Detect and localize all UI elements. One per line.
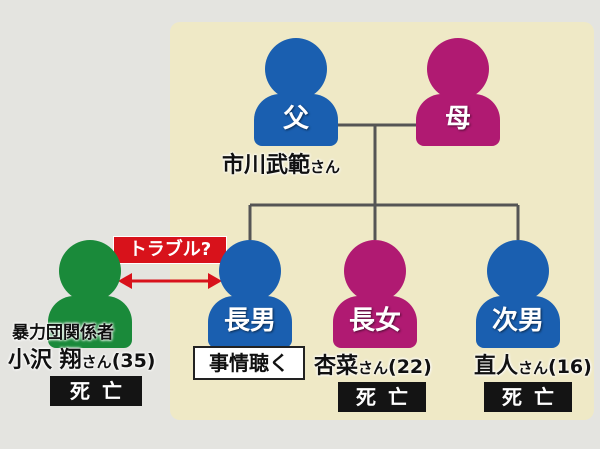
second-son-status-badge: 死亡 bbox=[484, 382, 572, 412]
mother-role: 母 bbox=[444, 104, 471, 134]
eldest-daughter-body bbox=[333, 296, 417, 348]
gang-member-honorific: さん bbox=[81, 353, 112, 371]
father-body bbox=[254, 94, 338, 146]
eldest-son-role: 長男 bbox=[223, 306, 276, 336]
gang-member-figure bbox=[42, 240, 138, 348]
eldest-son-head bbox=[219, 240, 281, 302]
trouble-arrow-head-right bbox=[208, 273, 222, 289]
father-role: 父 bbox=[282, 104, 309, 134]
gang-member-affiliation: 暴力団関係者 bbox=[12, 323, 114, 343]
second-son-name: 直人 bbox=[474, 354, 519, 379]
father-honorific: さん bbox=[310, 158, 341, 176]
eldest-daughter-age: (22) bbox=[388, 356, 432, 378]
mother-figure: 母 bbox=[410, 38, 506, 146]
eldest-son-body bbox=[208, 296, 292, 348]
second-son-head bbox=[487, 240, 549, 302]
father-head bbox=[265, 38, 327, 100]
eldest-daughter-status-badge: 死亡 bbox=[338, 382, 426, 412]
eldest-daughter-head bbox=[344, 240, 406, 302]
eldest-daughter-role: 長女 bbox=[348, 306, 401, 336]
trouble-label: トラブル? bbox=[113, 236, 227, 264]
gang-member-age: (35) bbox=[111, 350, 156, 372]
gang-member-head bbox=[59, 240, 121, 302]
father-figure: 父 bbox=[248, 38, 344, 146]
mother-body bbox=[416, 94, 500, 146]
second-son-age: (16) bbox=[548, 356, 592, 378]
father-name: 市川武範 bbox=[222, 153, 311, 178]
eldest-son-status-box: 事情聴く bbox=[193, 346, 305, 380]
second-son-role: 次男 bbox=[491, 306, 544, 336]
gang-member-name-label: 小沢 翔さん(35) bbox=[8, 342, 156, 374]
second-son-name-label: 直人さん(16) bbox=[474, 348, 592, 380]
eldest-son-figure: 長男 bbox=[202, 240, 298, 348]
second-son-honorific: さん bbox=[518, 359, 549, 377]
father-name-label: 市川武範さん bbox=[222, 147, 340, 179]
eldest-daughter-name: 杏菜 bbox=[314, 354, 359, 379]
mother-head bbox=[427, 38, 489, 100]
eldest-daughter-honorific: さん bbox=[358, 359, 389, 377]
eldest-daughter-name-label: 杏菜さん(22) bbox=[314, 348, 432, 380]
gang-member-status-badge: 死亡 bbox=[50, 376, 142, 406]
second-son-figure: 次男 bbox=[470, 240, 566, 348]
eldest-daughter-figure: 長女 bbox=[327, 240, 423, 348]
gang-member-name: 小沢 翔 bbox=[8, 348, 82, 373]
second-son-body bbox=[476, 296, 560, 348]
trouble-arrow-head-left bbox=[118, 273, 132, 289]
gang-member-body bbox=[48, 296, 132, 348]
